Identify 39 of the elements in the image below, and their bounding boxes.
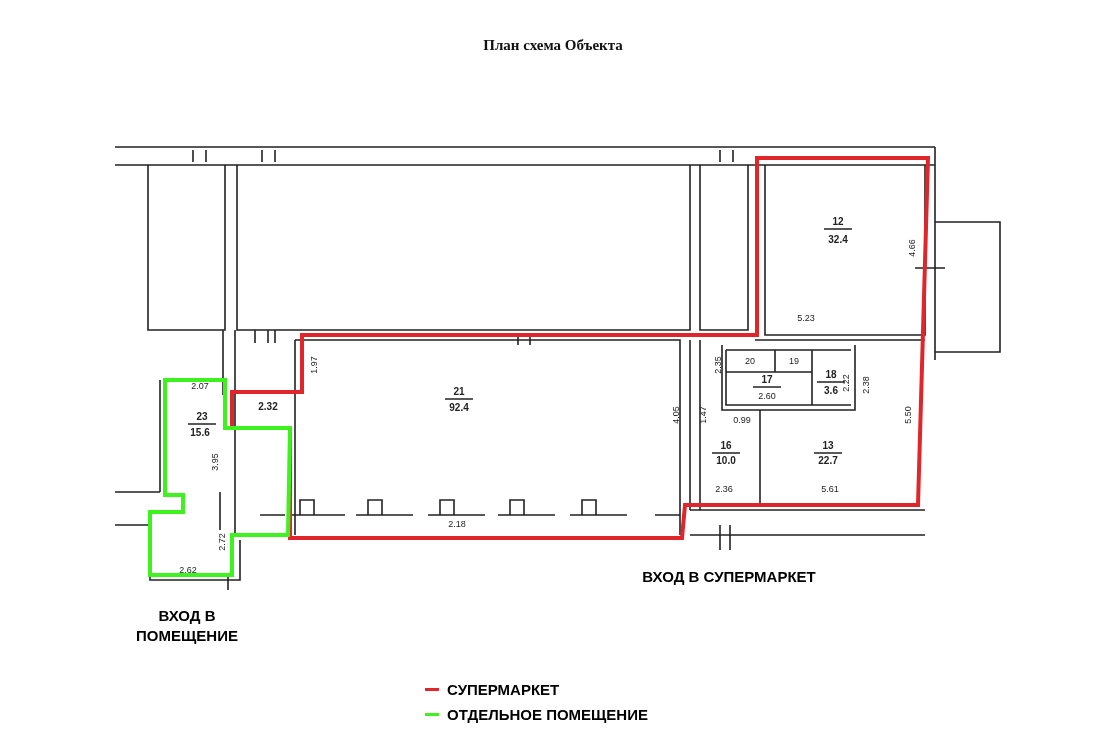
dimension-label: 5.23 [797,313,815,323]
room-label: 15.6 [190,428,210,438]
title: План схема Объекта [483,38,623,53]
dimension-label: 2.18 [448,519,466,529]
entrance-label: ВХОД В СУПЕРМАРКЕТ [642,566,816,587]
dimension-label: 2.07 [191,381,209,391]
dimension-label: 1.97 [309,356,319,374]
dimension-label: 5.61 [821,484,839,494]
dimension-label: 2.72 [217,533,227,551]
dimension-label: 19 [789,356,799,366]
room-label: 16 [720,441,732,451]
dimension-label: 2.35 [713,356,723,374]
dimension-label: 5.50 [903,406,913,424]
room-label: 10.0 [716,456,736,466]
dimension-label: 4.66 [907,239,917,257]
room-label: 22.7 [818,456,838,466]
room-label: 17 [761,375,773,385]
room-label: 3.6 [824,386,838,396]
dimension-label: 3.95 [210,453,220,471]
dimension-label: 2.38 [861,376,871,394]
dimension-label: 0.99 [733,415,751,425]
dimension-label: 20 [745,356,755,366]
legend-label: СУПЕРМАРКЕТ [447,681,560,698]
room-label: 2.32 [258,402,278,412]
dimension-label: 2.60 [758,391,776,401]
room-label: 21 [453,387,465,397]
entrance-label: ВХОД В ПОМЕЩЕНИЕ [135,605,239,646]
dimension-label: 2.36 [715,484,733,494]
legend-label: ОТДЕЛЬНОЕ ПОМЕЩЕНИЕ [447,706,648,723]
dimension-label: 2.22 [841,374,851,392]
room-label: 92.4 [449,403,469,413]
dimension-label: 1.47 [698,406,708,424]
dimension-label: 2.62 [179,565,197,575]
room-label: 18 [825,370,837,380]
room-label: 32.4 [828,235,848,245]
room-label: 23 [196,412,208,422]
room-label: 12 [832,217,844,227]
room-label: 13 [822,441,834,451]
dimension-label: 4.05 [671,406,681,424]
